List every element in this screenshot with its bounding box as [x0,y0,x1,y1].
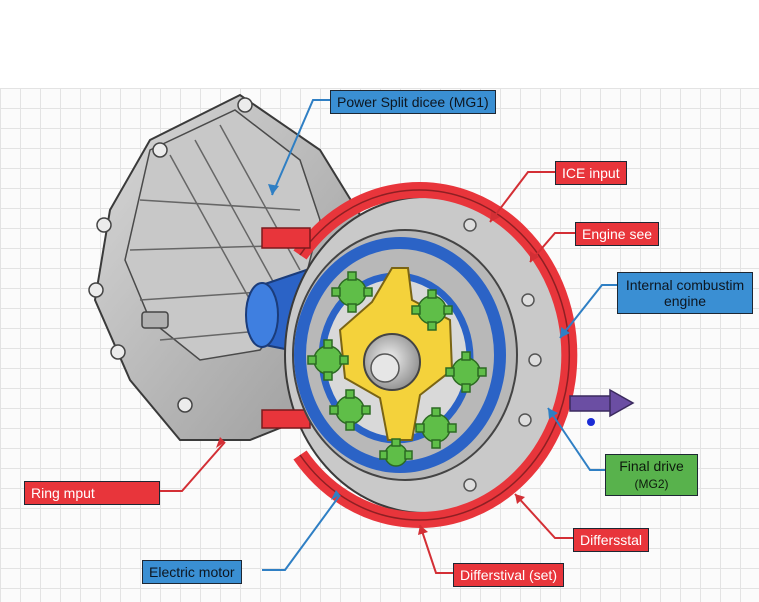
label-electric-motor-text: Electric motor [149,564,235,580]
label-differstival-set: Differstival (set) [453,563,564,587]
leader-lines [160,99,617,574]
planet-gears [307,271,487,467]
label-differsstal-text: Differsstal [580,532,642,548]
label-power-split-text: Power Split dicee (MG1) [337,94,489,110]
label-internal-combustion: Internal combustim engine [617,272,753,314]
red-flange-top [261,227,311,249]
label-final-drive-text: Final drive [619,458,684,474]
label-electric-motor: Electric motor [142,560,242,584]
output-arrow-icon [569,388,635,418]
label-internal-combustion-text: Internal combustim engine [625,277,745,309]
leader-arrowheads [216,184,570,535]
label-ring-mput: Ring mput [24,481,160,505]
label-final-drive-sub: (MG2) [634,477,669,491]
label-ice-input-text: ICE input [562,165,620,181]
blue-outer-ring [294,237,506,473]
shaft-end [370,353,400,383]
label-engine-see: Engine see [575,222,660,246]
label-ring-mput-text: Ring mput [31,485,95,501]
case-bolts [463,218,542,492]
label-final-drive: Final drive (MG2) [605,454,698,496]
red-outer-ring-edge [299,189,570,521]
label-power-split: Power Split dicee (MG1) [330,90,496,114]
label-differsstal: Differsstal [573,528,649,552]
marker-dot-icon [587,418,595,426]
label-differstival-set-text: Differstival (set) [460,567,557,583]
red-flange-bottom [261,409,311,429]
label-ice-input: ICE input [555,161,627,185]
label-engine-see-text: Engine see [582,226,653,242]
